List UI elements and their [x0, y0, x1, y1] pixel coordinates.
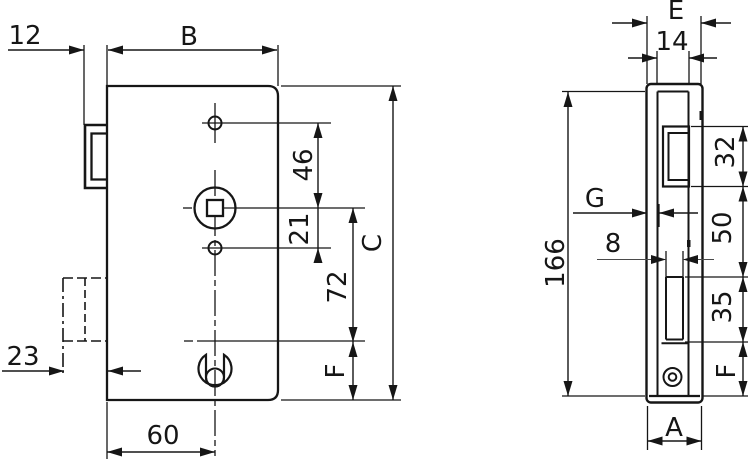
dim-label-E: E	[668, 0, 684, 26]
dim-label-35: 35	[708, 290, 738, 323]
dim-label-60: 60	[146, 421, 179, 451]
lock-case-outline	[105, 84, 280, 402]
dim-label-G: G	[585, 184, 605, 214]
screw-hole	[662, 367, 683, 387]
dim-label-50: 50	[708, 211, 738, 244]
dim-label-14: 14	[655, 27, 688, 57]
dim-label-F-side: F	[712, 364, 742, 379]
arrowheads-front	[49, 45, 398, 457]
dim-label-166: 166	[541, 238, 571, 288]
weld-tick-top	[699, 111, 704, 120]
arrowheads-side	[563, 18, 748, 446]
faceplate-outline	[645, 82, 704, 404]
mounting-hole-top	[207, 115, 223, 131]
euro-cylinder-hole	[197, 352, 233, 388]
front-view: 12 B 46 21 72 F C 23 60	[2, 21, 401, 459]
dim-labels-side: E 14 G 8 166 32 50 35 F A	[541, 0, 742, 443]
weld-tick-mid	[687, 240, 691, 247]
side-view: E 14 G 8 166 32 50 35 F A	[541, 0, 748, 450]
dim-labels-front: 12 B 46 21 72 F C 23 60	[6, 21, 388, 451]
dim-label-21: 21	[285, 212, 315, 245]
dim-label-C: C	[358, 234, 388, 252]
dim-label-32: 32	[711, 135, 741, 168]
dim-label-46: 46	[289, 148, 319, 181]
hook-bolt-hidden	[62, 277, 107, 373]
dim-label-72: 72	[323, 270, 353, 303]
extension-lines-front	[83, 45, 401, 459]
dim-label-B: B	[180, 22, 198, 52]
dim-label-A: A	[665, 413, 683, 443]
dim-label-8: 8	[605, 229, 622, 259]
latch-staple	[83, 123, 107, 190]
keeper-slot	[661, 276, 689, 345]
spindle-hub	[193, 186, 237, 230]
extension-lines-side	[562, 16, 748, 450]
dim-label-F-front: F	[321, 364, 351, 379]
latch-staple-side	[661, 125, 691, 188]
dim-label-12: 12	[8, 21, 41, 51]
mounting-hole-bottom	[207, 240, 223, 256]
dim-label-23: 23	[6, 342, 39, 372]
